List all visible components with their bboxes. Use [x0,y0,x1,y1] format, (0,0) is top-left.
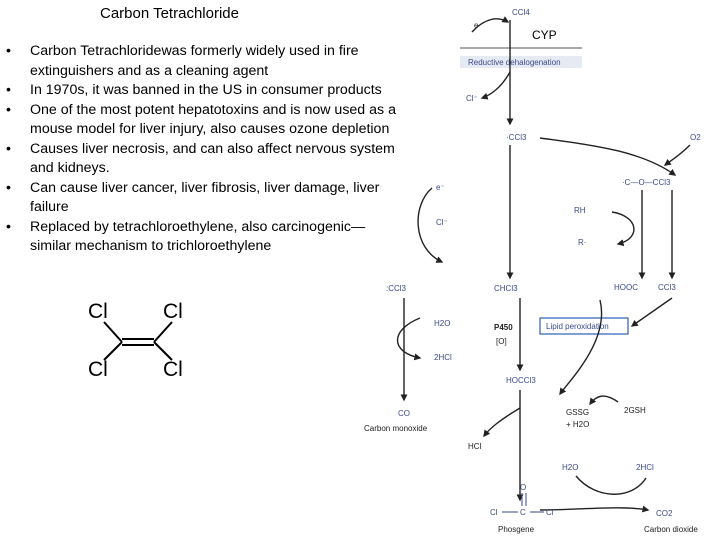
phosgene-c: C [520,508,526,517]
hcl-label: HCl [468,442,482,451]
two-hcl-left-label: 2HCl [434,353,452,362]
arrow-hydrolysis [396,317,422,361]
e-minus-label: e⁻ [436,183,445,192]
arrow-radical-to-peroxyl [539,137,677,176]
atom-cl-bottom-left: Cl [88,358,108,381]
arrow-hcl-loss [483,407,521,438]
arrow-gsh-cycle [589,395,619,406]
arrow-cl-loss [480,71,511,100]
tetrachloroethylene-structure: Cl Cl Cl Cl [88,300,183,381]
atom-cl-top-left: Cl [88,300,108,323]
phosgene-cl-left: Cl [490,508,498,517]
o-bracket-label: [O] [496,337,507,346]
bullet-item: One of the most potent hepatotoxins and … [6,101,398,140]
carbon-dioxide-label: Carbon dioxide [644,525,698,534]
bullet-item: Carbon Tetrachloridewas formerly widely … [6,42,398,81]
bullet-item: In 1970s, it was banned in the US in con… [6,81,398,101]
rh-label: RH [574,206,586,215]
arrow-phosgene-to-co2 [539,505,650,513]
hooc-label: HOOC [614,283,638,292]
arrow-o2-in [663,144,691,166]
arrow-rh-abstraction [611,211,635,247]
ccl4-metabolism-diagram: CCl4 e CYP Reductive dehalogenation Cl⁻ … [364,8,701,534]
chcl3-label: CHCl3 [494,284,518,293]
phosgene-cl-right: Cl [546,508,554,517]
radical-label: ·CCl3 [506,133,527,142]
peroxyl-label: ·C—O—CCl3 [622,178,671,187]
p450-label: P450 [494,323,513,332]
cyp-label: CYP [532,28,557,42]
carbon-monoxide-label: Carbon monoxide [364,424,428,433]
h2o-left-label: H2O [434,319,450,328]
phosgene-o: O [520,483,526,492]
arrow-reduction-curve [417,187,444,263]
two-gsh-label: 2GSH [624,406,646,415]
slide-title: Carbon Tetrachloride [100,5,239,22]
r-dot-label: R· [578,238,586,247]
arrow-electron-in [471,16,510,33]
cl-minus-label-2: Cl⁻ [436,218,448,227]
bonds [103,321,173,361]
ccl4-label: CCl4 [512,8,530,17]
bullet-list: Carbon Tetrachloridewas formerly widely … [6,42,398,257]
arrow-to-lipid [630,297,673,327]
reductive-banner [460,56,582,68]
gssg-label: GSSG [566,408,589,417]
arrow-to-gssg [559,299,603,396]
bullet-item: Causes liver necrosis, and can also affe… [6,140,398,179]
co2-label: CO2 [656,509,673,518]
bullet-item: Replaced by tetrachloroethylene, also ca… [6,218,398,257]
lipid-box [539,317,629,335]
cl-minus-label-1: Cl⁻ [466,94,478,103]
plus-h2o-label: + H2O [566,420,589,429]
lipid-peroxidation-label: Lipid peroxidation [546,322,609,331]
h2o-right-label: H2O [562,463,578,472]
ccl3-right-label: CCl3 [658,283,676,292]
hoccl3-label: HOCCl3 [506,376,536,385]
two-hcl-right-label: 2HCl [636,463,654,472]
o2-label: O2 [690,133,701,142]
bullet-item: Can cause liver cancer, liver fibrosis, … [6,179,398,218]
atom-cl-bottom-right: Cl [163,358,183,381]
arrow-hydrolysis-arc [575,475,647,495]
reductive-label: Reductive dehalogenation [468,58,561,67]
phosgene-label: Phosgene [498,525,535,534]
atom-cl-top-right: Cl [163,300,183,323]
e-top-label: e [474,21,479,30]
co-label: CO [398,409,410,418]
ccl3-anion-label: :CCl3 [386,284,407,293]
